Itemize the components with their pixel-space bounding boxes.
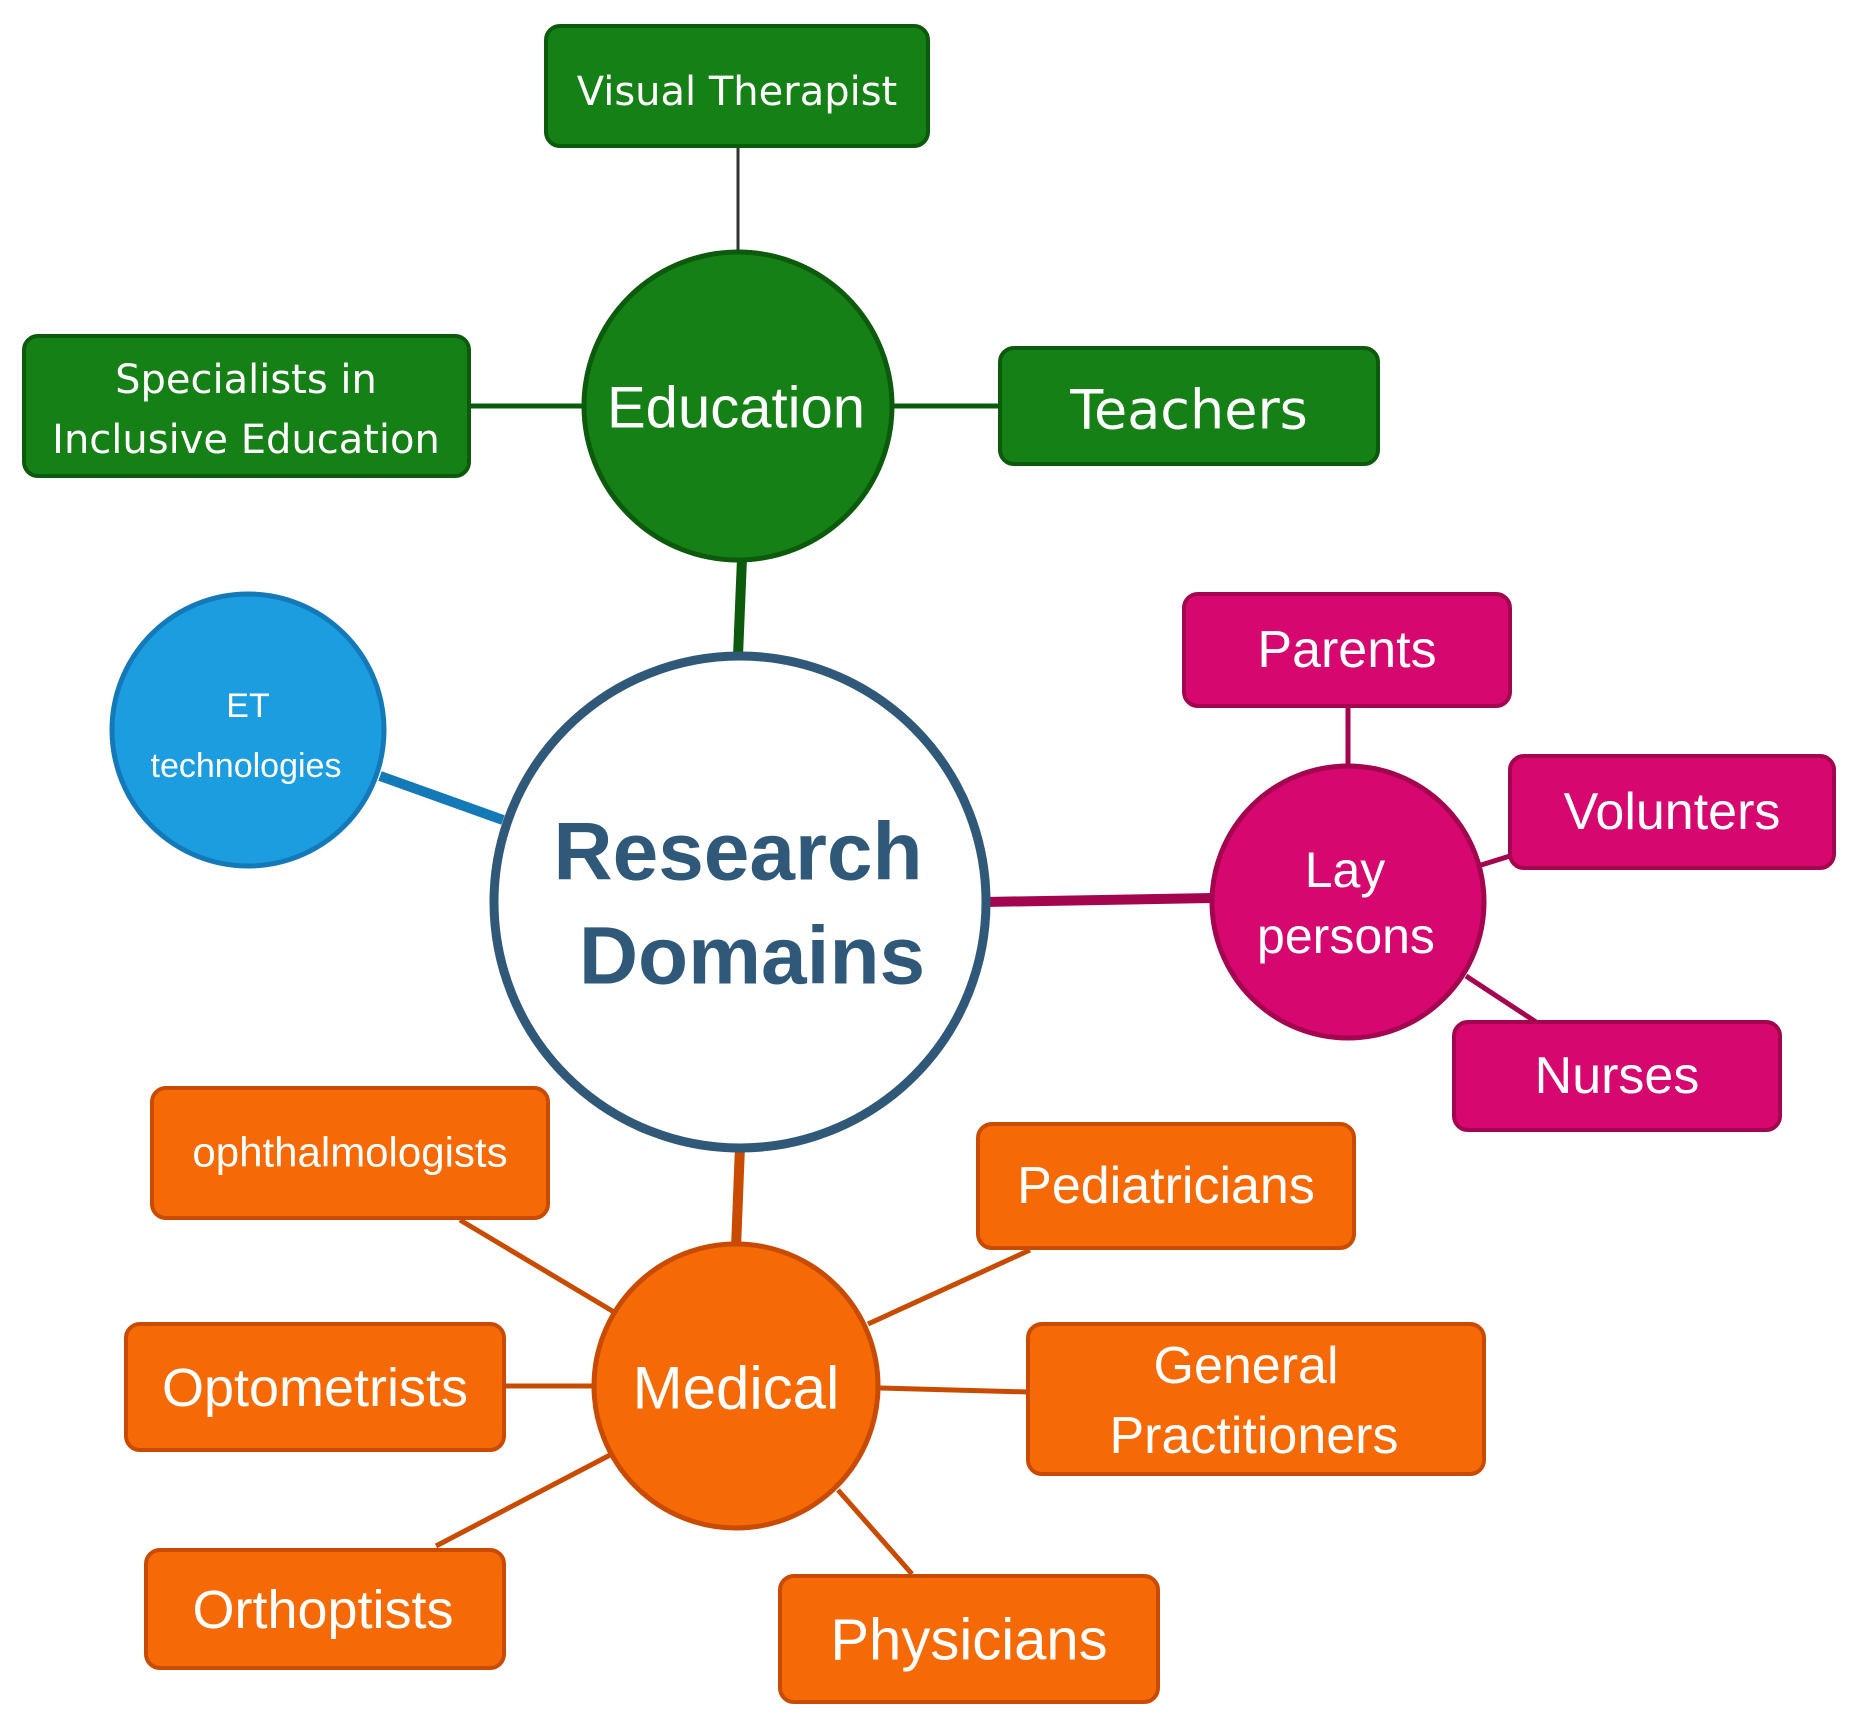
nurses-label: Nurses (1535, 1047, 1700, 1105)
teachers-label: Teachers (1069, 379, 1308, 442)
connector-center-et (378, 771, 505, 825)
optometrists-box: Optometrists (124, 1322, 506, 1452)
center-node: Research Domains (489, 651, 991, 1153)
center-title-line2: Domains (579, 911, 925, 1002)
connector-medical-ophthalmologists (458, 1217, 616, 1315)
parents-label: Parents (1257, 621, 1436, 679)
connector-center-education (733, 557, 747, 657)
education-node: Education (581, 249, 895, 563)
lay-persons-node: Lay persons (1209, 763, 1487, 1041)
general-practitioners-box: General Practitioners (1026, 1322, 1486, 1476)
volunters-box: Volunters (1508, 754, 1836, 870)
ophthalmologists-label: ophthalmologists (192, 1129, 507, 1176)
connector-medical-pediatricians (866, 1247, 1032, 1327)
et-label-line2: technologies (151, 747, 342, 785)
ophthalmologists-box: ophthalmologists (150, 1086, 550, 1220)
connector-center-medical (731, 1145, 745, 1249)
connector-center-lay (984, 893, 1213, 907)
volunters-label: Volunters (1564, 783, 1781, 841)
optometrists-label: Optometrists (162, 1358, 468, 1418)
specialists-label-line1: Specialists in (115, 357, 377, 403)
center-title-line1: Research (553, 807, 922, 898)
specialists-label-line2: Inclusive Education (52, 417, 440, 463)
physicians-label: Physicians (830, 1608, 1107, 1673)
connector-medical-orthoptists (434, 1451, 614, 1549)
pediatricians-box: Pediatricians (976, 1122, 1356, 1250)
visual-therapist-label: Visual Therapist (577, 69, 898, 115)
medical-node: Medical (591, 1241, 881, 1531)
visual-therapist-box: Visual Therapist (544, 24, 930, 148)
parents-box: Parents (1182, 592, 1512, 708)
connector-lay-volunters (1477, 853, 1511, 869)
orthoptists-label: Orthoptists (192, 1580, 453, 1640)
physicians-box: Physicians (778, 1574, 1160, 1704)
et-technologies-node: ET technologies (109, 591, 387, 869)
lay-label-line2: persons (1257, 908, 1435, 964)
teachers-box: Teachers (998, 346, 1380, 466)
connector-medical-general-practitioners (879, 1385, 1029, 1395)
orthoptists-box: Orthoptists (144, 1548, 506, 1670)
education-label: Education (607, 376, 865, 441)
specialists-box: Specialists in Inclusive Education (22, 334, 471, 478)
connectors (378, 146, 1538, 1576)
pediatricians-label: Pediatricians (1017, 1157, 1315, 1215)
connector-medical-physicians (836, 1488, 914, 1576)
general-practitioners-label-line2: Practitioners (1110, 1407, 1399, 1465)
lay-label-line1: Lay (1305, 842, 1386, 898)
et-label-line1: ET (226, 687, 269, 725)
general-practitioners-label-line1: General (1154, 1337, 1339, 1395)
connector-lay-nurses (1464, 973, 1538, 1025)
medical-label: Medical (633, 1355, 840, 1422)
nurses-box: Nurses (1452, 1020, 1782, 1132)
